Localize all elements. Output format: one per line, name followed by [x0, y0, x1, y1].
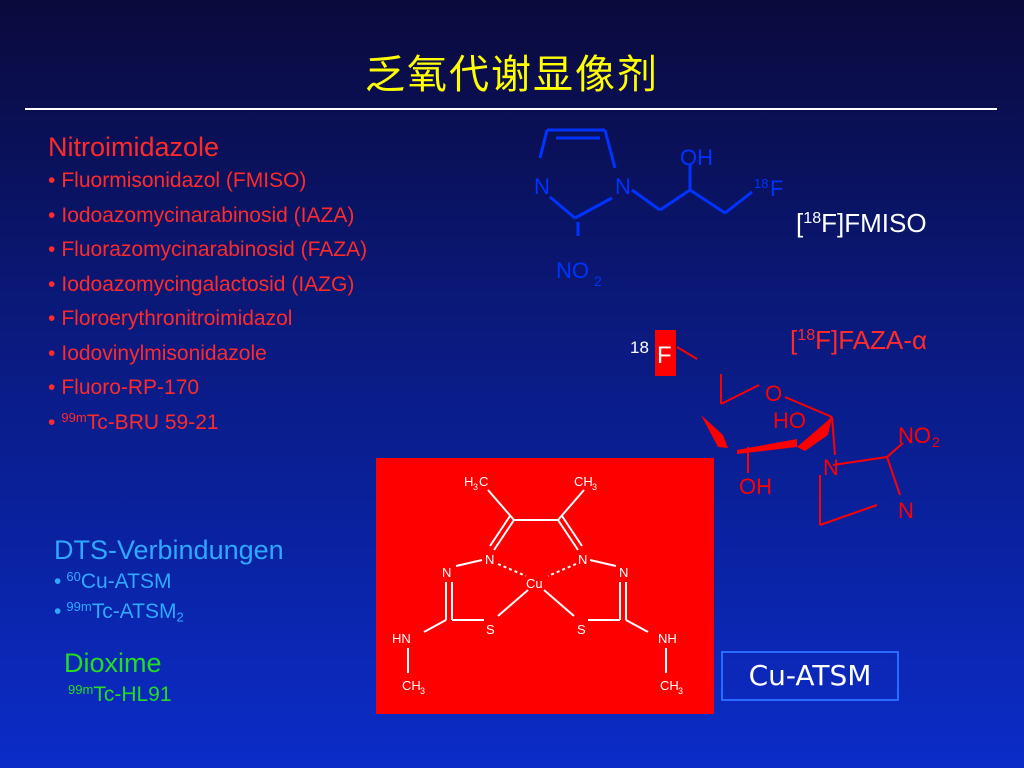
list-item: •99mTc-BRU 59-21 — [48, 409, 219, 434]
atom-s: S — [577, 622, 586, 637]
list-item-text: Fluorazomycinarabinosid (FAZA) — [61, 238, 368, 261]
atom-hn: HN — [392, 631, 411, 646]
list-item-text: Fluoro-RP-170 — [61, 376, 200, 399]
list-item: •Fluorazomycinarabinosid (FAZA) — [48, 238, 368, 261]
list-item: •Fluormisonidazol (FMISO) — [48, 169, 307, 192]
atom-ho: HO — [773, 408, 806, 433]
nitroimidazole-section: Nitroimidazole •Fluormisonidazol (FMISO)… — [48, 130, 367, 440]
nitroimidazole-list: •Fluormisonidazol (FMISO) •Iodoazomycina… — [48, 164, 367, 440]
cu-atsm-structure: H 3 C CH 3 N N Cu N N S S HN NH CH 3 CH … — [392, 474, 683, 696]
dts-section: DTS-Verbindungen •60Cu-ATSM •99mTc-ATSM2 — [54, 533, 284, 627]
list-item: •Iodoazomycinarabinosid (IAZA) — [48, 203, 355, 227]
atom-ch: CH — [402, 678, 421, 693]
atom-subscript: 3 — [678, 686, 683, 696]
atom-o: O — [765, 381, 782, 406]
dioxime-heading: Dioxime — [64, 648, 162, 678]
slide-title: 乏氧代谢显像剂 — [365, 52, 659, 98]
list-item: •Iodoazomycingalactosid (IAZG) — [48, 272, 355, 296]
isotope-superscript: 60 — [66, 568, 81, 584]
atom-cu: Cu — [526, 576, 543, 591]
isotope-label: 18 — [630, 338, 649, 357]
title-divider — [25, 108, 997, 110]
atom-n: N — [898, 498, 914, 523]
atom-n: N — [442, 565, 451, 580]
list-item-text: Iodoazomycinarabinosid (IAZA) — [61, 203, 355, 227]
list-item: •Iodovinylmisonidazole — [48, 341, 267, 365]
list-item-text: Cu-ATSM — [80, 570, 172, 593]
label-bracket: [ — [796, 208, 804, 238]
list-item-text: Iodoazomycingalactosid (IAZG) — [61, 272, 355, 296]
label-text: F]FMISO — [821, 208, 927, 238]
atom-n: N — [485, 552, 494, 567]
fmiso-structure: OH N N 18 F NO 2 — [534, 128, 783, 289]
list-item-text: Fluormisonidazol (FMISO) — [61, 169, 307, 192]
atom-n: N — [578, 552, 587, 567]
faza-structure: 18 F O HO OH N N NO 2 — [630, 330, 940, 526]
list-item: 99mTc-HL91 — [68, 680, 172, 710]
list-item: •Floroerythronitroimidazol — [48, 307, 293, 330]
atom-subscript: 3 — [592, 482, 597, 492]
atom-n: N — [615, 174, 631, 199]
cu-atsm-structure-box: H 3 C CH 3 N N Cu N N S S HN NH CH 3 CH … — [376, 458, 714, 714]
faza-label: [18F]FAZA-α — [790, 325, 927, 356]
label-text: F]FAZA- — [815, 325, 912, 355]
atom-oh: OH — [739, 474, 772, 499]
list-item: •Fluoro-RP-170 — [48, 376, 200, 399]
atom-no2: NO — [898, 423, 931, 448]
atom-ch: CH — [660, 678, 679, 693]
atom-no2-subscript: 2 — [932, 434, 940, 450]
atom-s: S — [486, 622, 495, 637]
dts-heading: DTS-Verbindungen — [54, 535, 284, 565]
isotope-superscript: 99m — [68, 681, 94, 697]
atom-n: N — [534, 174, 550, 199]
fmiso-label: [18F]FMISO — [796, 208, 927, 239]
list-item-text: Tc-BRU 59-21 — [86, 410, 219, 434]
isotope-superscript: 99m — [61, 409, 87, 425]
atom-f: F — [770, 176, 783, 201]
subscript: 2 — [176, 609, 184, 625]
atom-nh: NH — [658, 631, 677, 646]
list-item-text: Iodovinylmisonidazole — [61, 341, 267, 365]
isotope-superscript: 99m — [66, 598, 92, 614]
atom-n: N — [619, 565, 628, 580]
list-item-text: Floroerythronitroimidazol — [61, 307, 293, 330]
isotope-label: 18 — [754, 176, 768, 191]
atom-no2: NO — [556, 258, 589, 283]
list-item: •60Cu-ATSM — [54, 568, 172, 593]
atom-f: F — [657, 342, 672, 369]
label-bracket: [ — [790, 325, 798, 355]
atom-no2-subscript: 2 — [594, 273, 602, 289]
list-item-text: Tc-ATSM — [91, 600, 177, 623]
isotope-superscript: 18 — [797, 326, 816, 345]
atom-h: H — [464, 474, 473, 489]
atom-subscript: 3 — [473, 482, 478, 492]
dioxime-section: Dioxime 99mTc-HL91 — [64, 646, 172, 710]
dts-list: •60Cu-ATSM •99mTc-ATSM2 — [54, 567, 284, 627]
atom-c: C — [479, 474, 488, 489]
atom-n: N — [823, 455, 839, 480]
list-item-text: Tc-HL91 — [93, 683, 172, 706]
isotope-superscript: 18 — [803, 209, 822, 228]
atom-oh: OH — [680, 145, 713, 170]
greek-alpha: α — [911, 325, 927, 355]
atom-subscript: 3 — [420, 686, 425, 696]
list-item: •99mTc-ATSM2 — [54, 598, 184, 625]
nitroimidazole-heading: Nitroimidazole — [48, 132, 220, 162]
atom-ch: CH — [574, 474, 593, 489]
cu-atsm-label: Cu-ATSM — [721, 651, 899, 701]
